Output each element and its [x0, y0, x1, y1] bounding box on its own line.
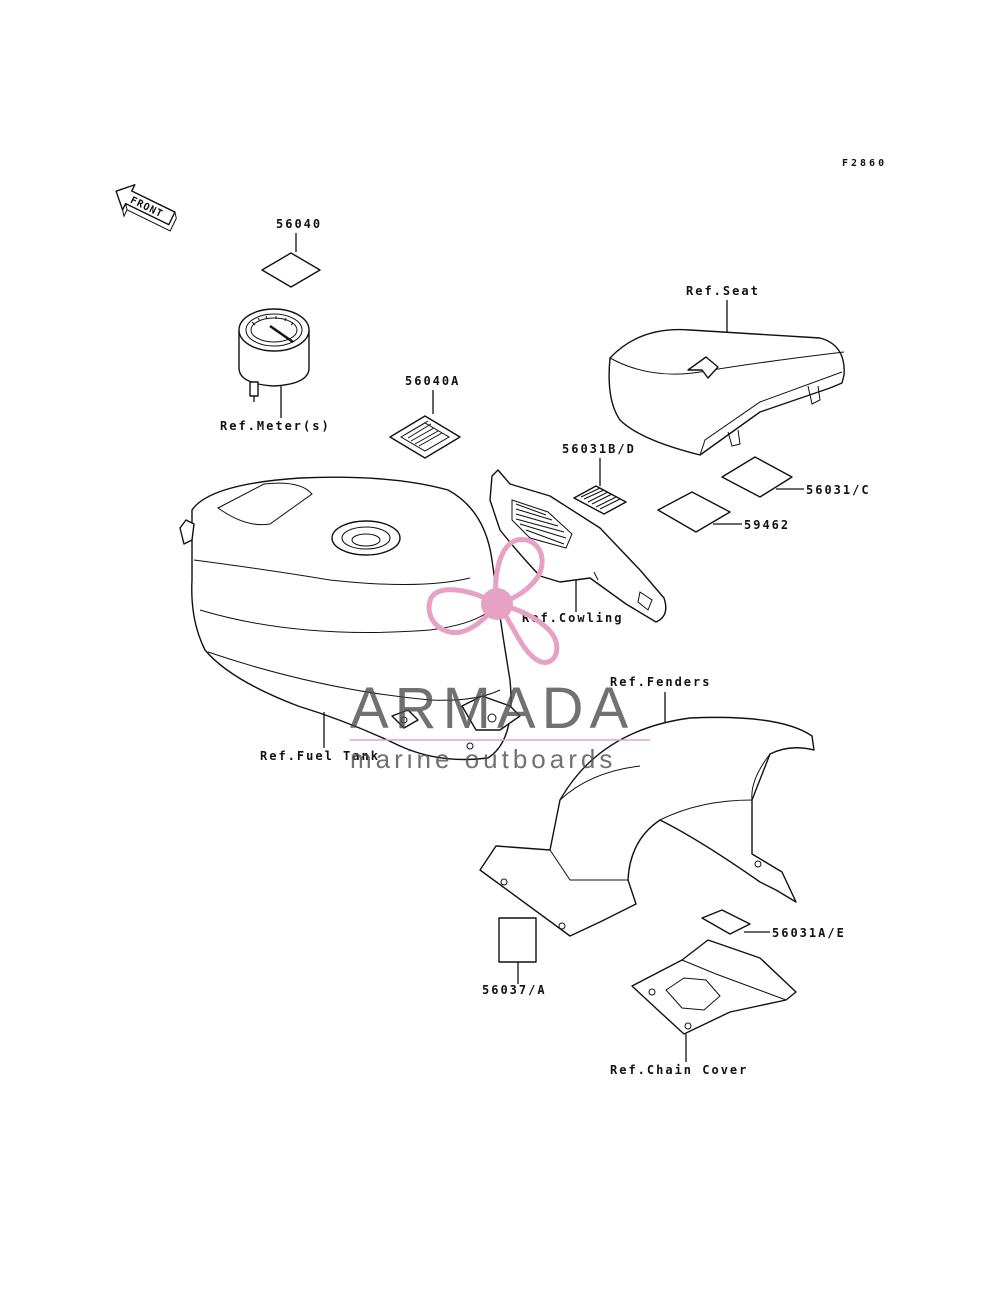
label-56031c: 56031/C [806, 483, 871, 497]
label-56040: 56040 [276, 217, 322, 231]
meter-illustration [238, 308, 310, 402]
watermark-brand: ARMADA [350, 676, 634, 741]
part-56037a: 56037/A [482, 917, 547, 997]
label-chain-cover: Ref.Chain Cover [610, 1063, 748, 1077]
part-56040a: 56040A [389, 374, 461, 459]
seat-illustration [608, 328, 845, 456]
label-cowling: Ref.Cowling [522, 611, 623, 625]
watermark: ARMADA marine outboards [350, 537, 650, 774]
cowling-illustration [489, 469, 667, 623]
part-56031c: 56031/C [721, 456, 871, 498]
part-56040: 56040 [261, 217, 322, 288]
chain-cover-illustration [631, 939, 797, 1035]
label-meter: Ref.Meter(s) [220, 419, 331, 433]
label-56037a: 56037/A [482, 983, 547, 997]
propeller-icon [426, 537, 560, 665]
label-56031bd: 56031B/D [562, 442, 636, 456]
fuel-tank-illustration [179, 476, 521, 761]
label-seat: Ref.Seat [686, 284, 760, 298]
fender-illustration [479, 716, 815, 937]
figure-code: F2860 [842, 158, 887, 169]
label-59462: 59462 [744, 518, 790, 532]
label-56040a: 56040A [405, 374, 460, 388]
label-56031ae: 56031A/E [772, 926, 846, 940]
part-56031bd: 56031B/D [562, 442, 636, 515]
label-fenders: Ref.Fenders [610, 675, 711, 689]
part-59462: 59462 [657, 491, 790, 533]
label-fuel-tank: Ref.Fuel Tank [260, 749, 380, 763]
part-56031ae: 56031A/E [701, 909, 846, 940]
watermark-tagline: marine outboards [350, 744, 616, 774]
front-arrow-icon: FRONT [115, 184, 177, 232]
